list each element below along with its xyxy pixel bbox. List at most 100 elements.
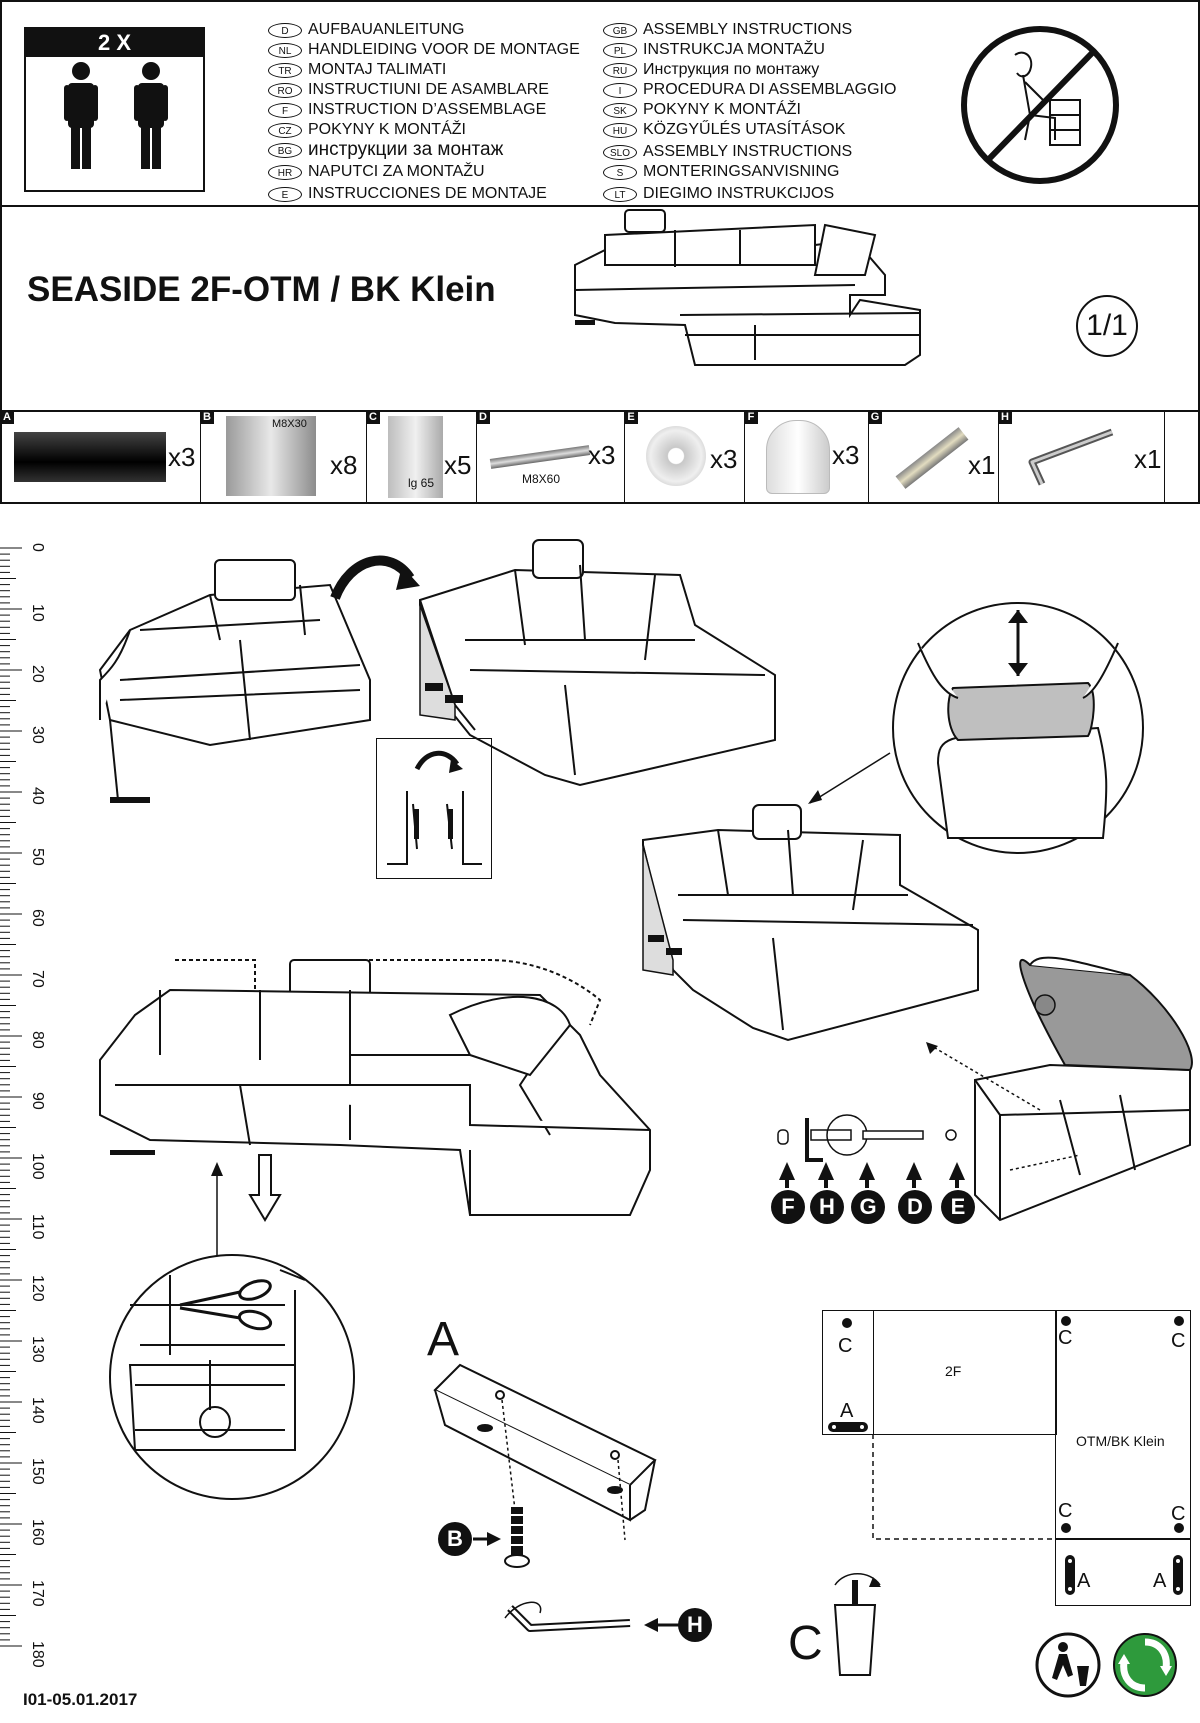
page-number: 1/1 bbox=[1086, 309, 1128, 342]
ruler-number: 120 bbox=[29, 1275, 46, 1302]
part-qty: x3 bbox=[710, 444, 738, 474]
lang-row: PL INSTRUKCJA MONTAŽU bbox=[603, 40, 825, 60]
tidy-man-icon bbox=[1035, 1632, 1101, 1698]
label-e: E bbox=[941, 1190, 975, 1224]
lang-text: INSTRUKCJA MONTAŽU bbox=[643, 41, 825, 58]
part-letter: F bbox=[744, 410, 758, 424]
step-c-letter: C bbox=[788, 1617, 823, 1670]
part-e: E x3 bbox=[624, 410, 745, 502]
dotted-fixing-lines bbox=[926, 1042, 1081, 1171]
bolt-b-drawing bbox=[504, 1507, 530, 1568]
arrow-to-bolt bbox=[473, 1532, 501, 1546]
plan-left-end bbox=[822, 1310, 874, 1435]
ruler-number: 60 bbox=[29, 909, 46, 927]
lang-code: HU bbox=[603, 122, 637, 138]
lang-code: RU bbox=[603, 62, 637, 78]
lang-code: TR bbox=[268, 62, 302, 78]
ruler-number: 150 bbox=[29, 1458, 46, 1485]
sofa-module-2f bbox=[98, 559, 371, 803]
lang-row: HU KÖZGYŰLÉS UTASÍTÁSOK bbox=[603, 120, 845, 140]
measuring-ruler bbox=[0, 547, 22, 1647]
lang-text: AUFBAUANLEITUNG bbox=[308, 21, 465, 38]
ruler-number: 130 bbox=[29, 1336, 46, 1363]
lang-text: INSTRUCTIUNI DE ASAMBLARE bbox=[308, 81, 549, 98]
allen-key-drawing bbox=[504, 1601, 631, 1632]
part-h: H x1 bbox=[998, 410, 1165, 502]
label-d: D bbox=[898, 1190, 932, 1224]
part-note: lg 65 bbox=[408, 476, 435, 490]
bracket-a-photo bbox=[14, 432, 166, 482]
lang-text: HANDLEIDING VOOR DE MONTAGE bbox=[308, 41, 580, 58]
part-letter: E bbox=[624, 410, 638, 424]
part-d: D M8X60 x3 bbox=[476, 410, 625, 502]
lang-text: POKYNY K MONTÁŽI bbox=[308, 121, 466, 138]
lang-text: INSTRUCCIONES DE MONTAJE bbox=[308, 185, 547, 202]
part-f: F x3 bbox=[744, 410, 869, 502]
parts-strip-divider bbox=[0, 502, 1200, 504]
up-pointer-line bbox=[211, 1162, 223, 1257]
lang-code: HR bbox=[268, 164, 302, 180]
lang-text: KÖZGYŰLÉS UTASÍTÁSOK bbox=[643, 121, 846, 138]
lang-text: ASSEMBLY INSTRUCTIONS bbox=[643, 143, 853, 160]
ruler-number: 70 bbox=[29, 970, 46, 988]
part-a: A x3 bbox=[0, 410, 201, 502]
assembled-corner-sofa bbox=[99, 959, 651, 1216]
lang-text: POKYNY K MONTÁŽI bbox=[643, 101, 801, 118]
part-letter: D bbox=[476, 410, 490, 424]
lang-code: NL bbox=[268, 42, 302, 58]
plan-module-otm-label: OTM/BK Klein bbox=[1076, 1433, 1165, 1449]
ruler-number: 90 bbox=[29, 1092, 46, 1110]
rod-g-photo bbox=[895, 427, 969, 489]
part-b: B M8X30 x8 bbox=[200, 410, 367, 502]
lang-row: SLO ASSEMBLY INSTRUCTIONS bbox=[603, 142, 852, 162]
header-frame bbox=[0, 0, 1200, 207]
plan-c-otm-br: C bbox=[1171, 1503, 1186, 1525]
flip-detail-drawing bbox=[387, 750, 482, 865]
label-h-bottom: H bbox=[678, 1608, 712, 1642]
label-f: F bbox=[771, 1190, 805, 1224]
part-letter: H bbox=[998, 410, 1012, 424]
part-qty: x3 bbox=[832, 440, 860, 470]
plan-module-otm bbox=[1055, 1310, 1191, 1540]
part-qty: x3 bbox=[588, 440, 616, 470]
step-a-letter: A bbox=[427, 1313, 460, 1366]
part-c: C lg 65 x5 bbox=[366, 410, 477, 502]
ruler-number: 0 bbox=[29, 543, 46, 552]
ruler-number: 20 bbox=[29, 665, 46, 683]
plan-a-otm-right: A bbox=[1153, 1570, 1167, 1592]
plan-c-otm-bl: C bbox=[1058, 1500, 1073, 1522]
lang-text: MONTAJ TALIMATI bbox=[308, 61, 447, 78]
headrest-adjust-detail bbox=[892, 602, 1144, 854]
part-letter: G bbox=[868, 410, 882, 424]
label-g: G bbox=[851, 1190, 885, 1224]
ruler-number: 160 bbox=[29, 1519, 46, 1546]
lang-code: D bbox=[268, 22, 302, 38]
ruler-number: 40 bbox=[29, 787, 46, 805]
lang-code: PL bbox=[603, 42, 637, 58]
ruler-number: 30 bbox=[29, 726, 46, 744]
lang-code: SLO bbox=[603, 144, 637, 160]
ruler-number: 50 bbox=[29, 848, 46, 866]
document-code: I01-05.01.2017 bbox=[23, 1690, 138, 1709]
part-qty: x5 bbox=[444, 450, 472, 480]
part-qty: x1 bbox=[968, 450, 996, 480]
persons-box: 2 X bbox=[24, 27, 205, 192]
plan-c-left: C bbox=[838, 1335, 853, 1357]
page-indicator: 1/1 bbox=[1076, 295, 1138, 357]
ruler-number: 10 bbox=[29, 604, 46, 622]
green-dot-recycle-icon bbox=[1113, 1633, 1177, 1697]
hardware-sequence bbox=[777, 1114, 957, 1162]
cap-f-photo bbox=[766, 420, 830, 494]
lang-code: BG bbox=[268, 142, 302, 158]
plan-markers bbox=[828, 1316, 1184, 1595]
lang-text: DIEGIMO INSTRUKCIJOS bbox=[643, 185, 835, 202]
lang-code: I bbox=[603, 82, 637, 98]
